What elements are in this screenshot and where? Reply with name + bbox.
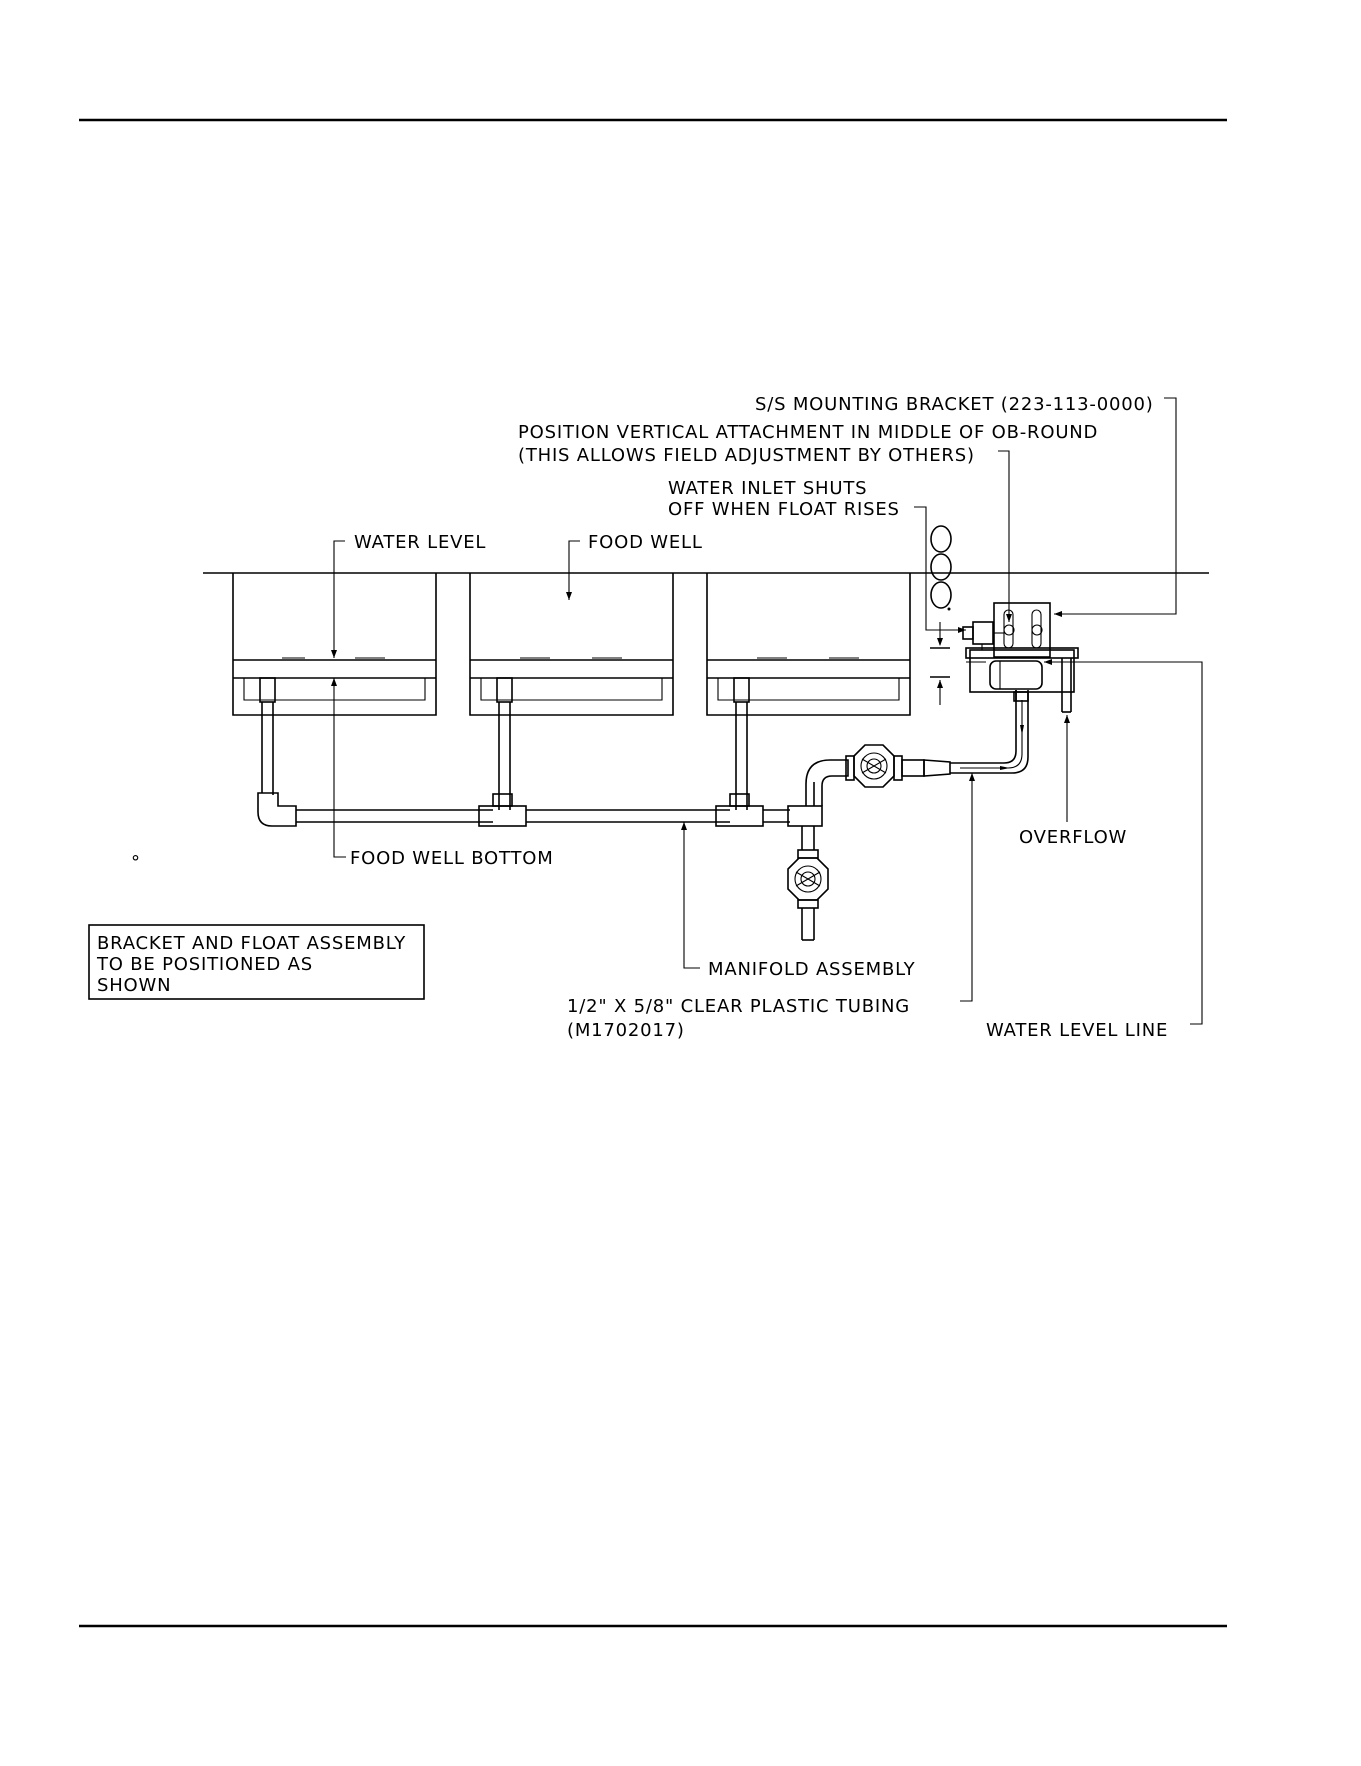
stray-degree-mark: ° <box>131 852 141 873</box>
manifold-assembly-label: MANIFOLD ASSEMBLY <box>708 959 916 980</box>
manifold-piping <box>257 677 951 941</box>
mounting-bracket-label: S/S MOUNTING BRACKET (223-113-0000) <box>755 394 1154 415</box>
water-inlet-line2: OFF WHEN FLOAT RISES <box>668 499 900 520</box>
note-box: BRACKET AND FLOAT ASSEMBLY TO BE POSITIO… <box>88 924 425 1000</box>
drain-valve <box>787 849 829 941</box>
food-well-label: FOOD WELL <box>588 532 703 553</box>
food-well-3 <box>706 573 911 716</box>
tubing-label-line2: (M1702017) <box>567 1020 685 1041</box>
food-well-bottom-label: FOOD WELL BOTTOM <box>350 848 554 869</box>
shutoff-valve <box>845 744 951 788</box>
clear-plastic-tubing <box>950 690 1029 774</box>
water-level-dimension <box>930 622 950 705</box>
overflow-label: OVERFLOW <box>1019 827 1127 848</box>
position-note-line2: (THIS ALLOWS FIELD ADJUSTMENT BY OTHERS) <box>518 445 975 466</box>
tubing-label-line1: 1/2" X 5/8" CLEAR PLASTIC TUBING <box>567 996 910 1017</box>
note-line3: SHOWN <box>97 975 171 996</box>
note-line1: BRACKET AND FLOAT ASSEMBLY <box>97 933 406 954</box>
water-level-label: WATER LEVEL <box>354 532 486 553</box>
leader-lines <box>331 397 1203 1025</box>
water-inlet-line1: WATER INLET SHUTS <box>668 478 867 499</box>
position-note-line1: POSITION VERTICAL ATTACHMENT IN MIDDLE O… <box>518 422 1098 443</box>
float-rise-indicator <box>930 525 952 611</box>
water-level-line-label: WATER LEVEL LINE <box>986 1020 1168 1041</box>
food-well-2 <box>469 573 674 716</box>
note-line2: TO BE POSITIONED AS <box>96 954 313 975</box>
float-bracket-assembly <box>962 602 1079 713</box>
